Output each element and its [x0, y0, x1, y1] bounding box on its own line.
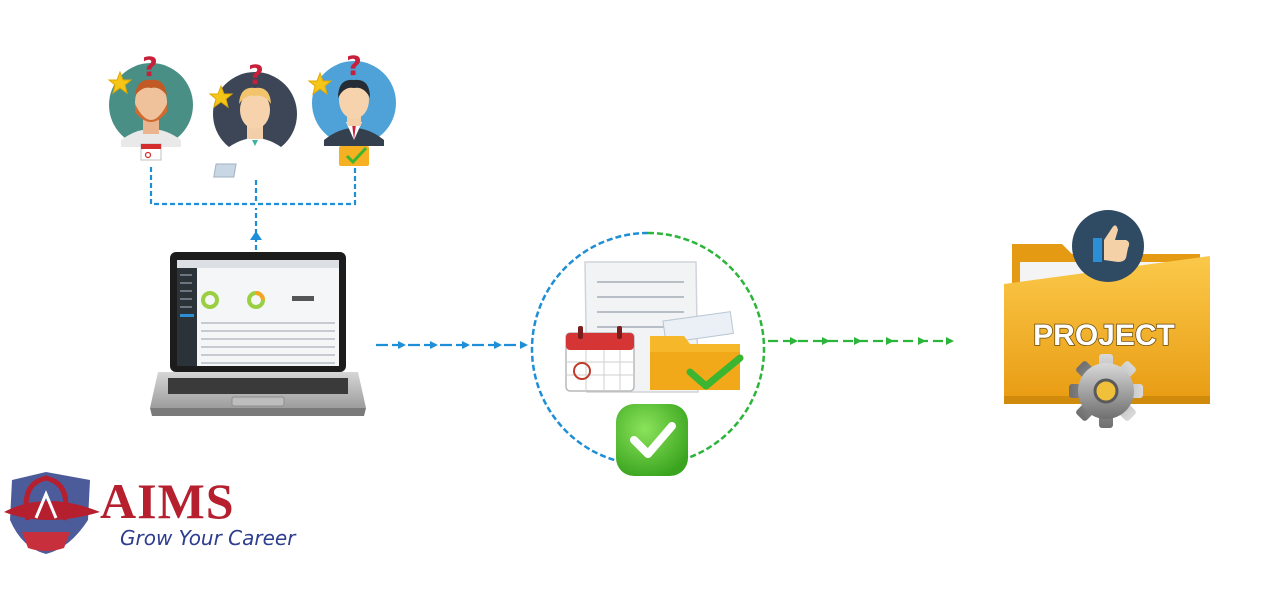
star-icon	[107, 70, 133, 95]
folder-check-badge-icon	[339, 146, 369, 166]
project-folder-label: PROJECT	[1033, 319, 1175, 352]
green-connector-to-project	[768, 337, 954, 345]
logo-name: AIMS	[100, 473, 235, 529]
person-avatar-3	[312, 61, 396, 146]
document-badge-icon	[213, 163, 237, 178]
star-icon	[307, 71, 333, 96]
blue-connector-to-review	[376, 341, 528, 349]
blue-connector-tree	[149, 167, 357, 250]
question-icon: ?	[142, 52, 158, 83]
person-avatar-1	[109, 63, 193, 147]
check-icon	[686, 354, 744, 390]
question-icon: ?	[346, 51, 362, 82]
arrow-up-icon	[250, 231, 262, 240]
laptop-icon	[150, 252, 366, 416]
crest-icon	[4, 472, 100, 554]
person-avatar-2	[213, 72, 297, 156]
mini-donut-chart	[201, 291, 265, 309]
star-icon	[208, 84, 234, 109]
logo-tagline: Grow Your Career	[120, 526, 296, 550]
calendar-badge-icon	[140, 143, 162, 161]
calendar-icon	[565, 326, 635, 392]
approved-check-icon	[616, 404, 688, 476]
folder-icon	[650, 311, 744, 390]
question-icon: ?	[248, 60, 264, 91]
project-folder-icon	[1004, 244, 1210, 404]
gear-icon	[1069, 354, 1143, 428]
review-circle	[530, 231, 766, 467]
thumbs-up-icon	[1072, 210, 1144, 282]
